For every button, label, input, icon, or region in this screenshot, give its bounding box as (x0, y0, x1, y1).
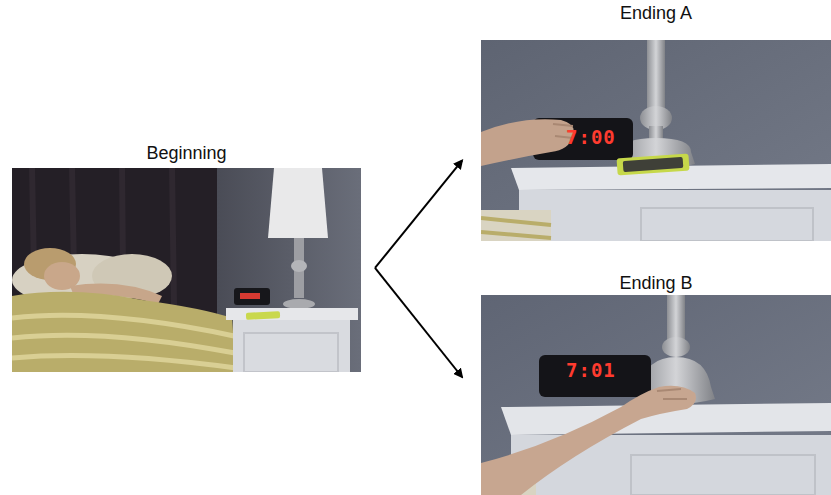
clock-digits: 7:01 (566, 359, 616, 381)
alarm-photo (481, 40, 831, 241)
branch-arrow (375, 268, 462, 377)
photo-panel: Ending A (481, 40, 831, 241)
panel-heading: Ending B (461, 273, 831, 294)
alarm-photo (481, 295, 831, 495)
panel-heading: Ending A (461, 3, 831, 24)
photo-panel: Beginning (12, 168, 361, 372)
panel-heading: Beginning (0, 143, 381, 164)
clock-digits: 7:00 (566, 126, 616, 148)
photo-panel: Ending B (481, 295, 831, 495)
bedroom-photo (12, 168, 361, 372)
branch-arrow (375, 161, 462, 268)
